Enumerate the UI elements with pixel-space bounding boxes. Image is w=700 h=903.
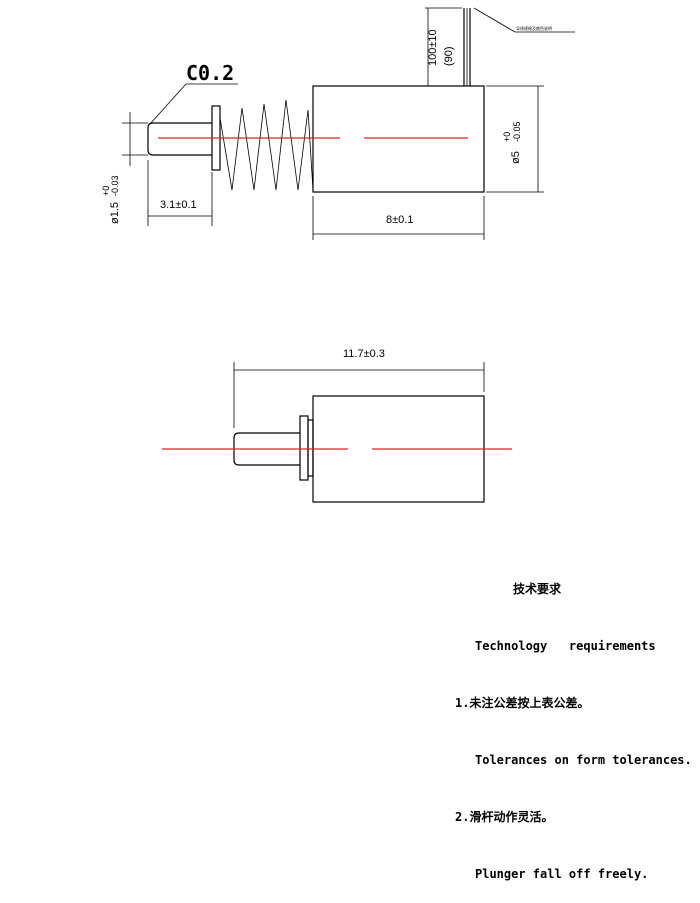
total-length-label: 11.7±0.3	[343, 348, 385, 360]
chamfer-leader-diag	[149, 83, 187, 125]
plunger-dia-tol-upper: +0	[101, 186, 111, 196]
bottom-view: 11.7±0.3	[162, 348, 512, 503]
notes-subtitle: Technology requirements	[475, 639, 656, 653]
plunger-ext-label: 3.1±0.1	[160, 199, 197, 211]
plunger-dia-tol-lower: -0.03	[110, 175, 120, 196]
notes-item1-en: Tolerances on form tolerances.	[475, 753, 692, 767]
coil-body	[312, 85, 485, 193]
flange-2b	[307, 419, 314, 477]
body-dia-tol-upper: +0	[502, 132, 512, 142]
lead-note: 导线规格及颜色说明	[516, 25, 552, 31]
plunger-dia-label: ø1.5	[109, 202, 121, 224]
technical-drawing: 导线规格及颜色说明 100±10 (90) C0.2 ø1.5 +0 -0.03…	[101, 7, 575, 503]
plunger-tip	[147, 122, 212, 156]
lead-length-ref: (90)	[443, 46, 455, 66]
technical-requirements: 技术要求 Technology requirements 1.未注公差按上表公差…	[455, 542, 700, 903]
lead-leader	[473, 7, 516, 33]
notes-title: 技术要求	[513, 582, 562, 596]
flange-2	[299, 415, 309, 481]
notes-item2-cn: 2.滑杆动作灵活。	[455, 810, 554, 824]
body-dia-tol-lower: -0.05	[512, 121, 522, 142]
spring	[219, 99, 314, 191]
body-dia-label: ø5	[510, 151, 522, 164]
notes-item2-en: Plunger fall off freely.	[475, 867, 649, 881]
body-length-label: 8±0.1	[386, 214, 413, 226]
notes-item1-cn: 1.未注公差按上表公差。	[455, 696, 590, 710]
top-view: 导线规格及颜色说明 100±10 (90) C0.2 ø1.5 +0 -0.03…	[101, 7, 575, 240]
lead-length-label: 100±10	[427, 29, 439, 66]
chamfer-label: C0.2	[186, 61, 234, 85]
